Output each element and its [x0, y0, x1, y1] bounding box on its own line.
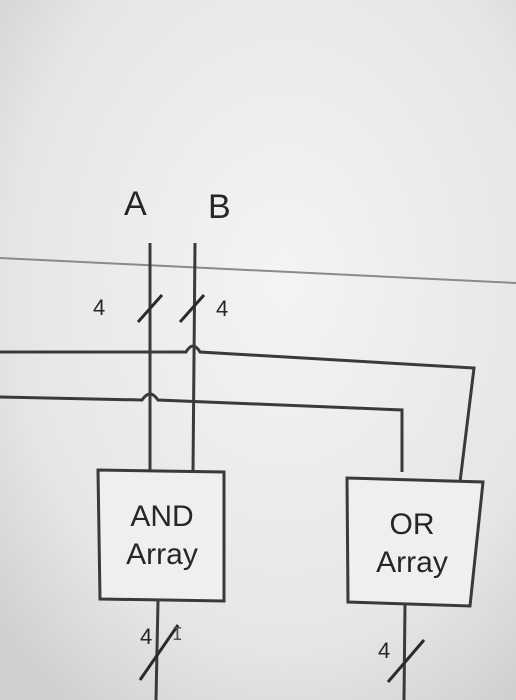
top-rule — [0, 257, 516, 284]
input-b-label: B — [208, 188, 231, 226]
and-output-slash — [138, 624, 180, 681]
bus-width-or-out: 4 — [378, 638, 391, 663]
or-output-line — [402, 603, 407, 700]
bus-width-b: 4 — [216, 296, 229, 321]
bus-width-a: 4 — [93, 295, 106, 320]
and-array-line1: AND — [130, 500, 194, 533]
or-array-line1: OR — [389, 508, 435, 541]
bus-slash-a — [136, 294, 164, 323]
or-output-slash — [386, 639, 426, 683]
text-cursor-icon: I — [172, 624, 183, 645]
and-output-line — [154, 600, 160, 700]
bus-slash-b — [178, 294, 206, 323]
and-array-label: AND Array — [100, 496, 224, 576]
and-feedback-line — [0, 392, 404, 472]
or-array-label: OR Array — [350, 504, 474, 584]
and-array-box — [96, 468, 226, 603]
input-a-label: A — [124, 185, 147, 223]
or-feedback-line — [0, 344, 476, 483]
and-array-line2: Array — [126, 538, 198, 571]
or-array-line2: Array — [376, 546, 448, 579]
or-array-box — [345, 476, 485, 608]
input-b-line — [191, 242, 197, 473]
bus-width-and-out: 4 — [140, 624, 153, 649]
